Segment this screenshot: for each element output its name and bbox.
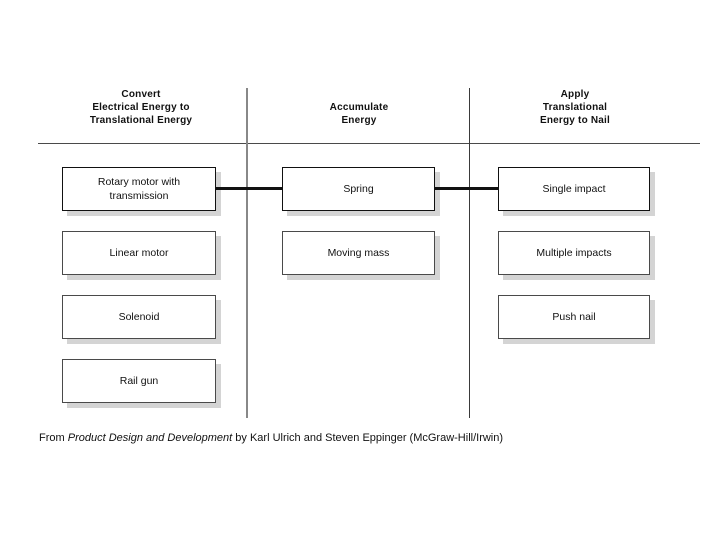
connector-rotary-motor-to-spring	[215, 187, 283, 190]
column-header-convert: Convert Electrical Energy to Translation…	[89, 89, 193, 126]
concept-box-rotary-motor[interactable]: Rotary motor with transmission	[62, 167, 216, 211]
header-separator-rule	[38, 143, 700, 144]
concept-box-rail-gun[interactable]: Rail gun	[62, 359, 216, 403]
concept-box-solenoid[interactable]: Solenoid	[62, 295, 216, 339]
caption-suffix: by Karl Ulrich and Steven Eppinger (McGr…	[232, 432, 504, 444]
connector-spring-to-single-impact	[434, 187, 499, 190]
concept-box-spring[interactable]: Spring	[282, 167, 435, 211]
concept-box-linear-motor[interactable]: Linear motor	[62, 231, 216, 275]
concept-box-single-impact[interactable]: Single impact	[498, 167, 650, 211]
concept-box-moving-mass[interactable]: Moving mass	[282, 231, 435, 275]
column-divider-1	[246, 88, 248, 418]
concept-box-push-nail[interactable]: Push nail	[498, 295, 650, 339]
caption-book-title: Product Design and Development	[67, 432, 233, 444]
column-header-apply: Apply Translational Energy to Nail	[539, 89, 611, 126]
column-header-accumulate: Accumulate Energy	[329, 102, 389, 126]
caption-prefix: From	[39, 432, 68, 444]
column-divider-2	[469, 88, 470, 418]
concept-box-multiple-impacts[interactable]: Multiple impacts	[498, 231, 650, 275]
source-caption: From Product Design and Development by K…	[39, 431, 503, 446]
